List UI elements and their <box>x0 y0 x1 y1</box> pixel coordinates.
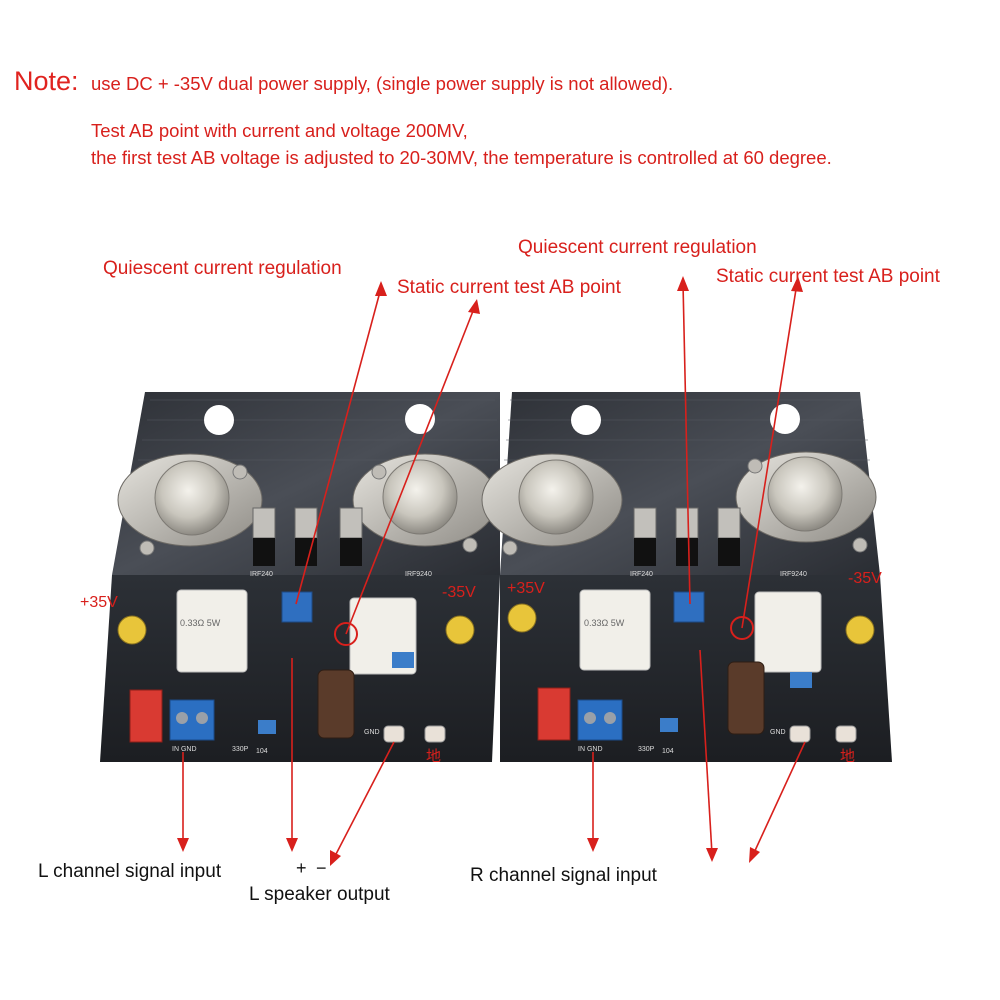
right-cap-electrolytic <box>727 661 765 735</box>
left-gnd-silk: GND <box>364 729 380 736</box>
left-to3-can-1 <box>154 460 230 536</box>
right-to3-can-2 <box>767 456 843 532</box>
r-signal-input-label: R channel signal input <box>470 865 657 886</box>
right-quiescent-label: Quiescent current regulation <box>518 237 757 258</box>
right-amplifier-board <box>481 392 892 762</box>
cap2-silk: 104 <box>256 748 268 755</box>
right-board-transistor-silk: IRF240 <box>630 571 653 578</box>
right-cap-yellow-1 <box>507 603 537 633</box>
right-transistor-silk: IRF9240 <box>405 571 432 578</box>
right-static-label: Static current test AB point <box>716 266 940 287</box>
right-board-transistor2-silk: IRF9240 <box>780 571 807 578</box>
left-cap-electrolytic <box>317 669 355 739</box>
right-pins-silk: IN GND <box>578 746 603 753</box>
l-signal-input-label: L channel signal input <box>38 861 222 882</box>
right-minus35-label: -35V <box>848 570 882 587</box>
minus-sign-label: − <box>316 858 327 878</box>
callout-arrows <box>177 276 806 866</box>
right-resistor-silk: 0.33Ω 5W <box>584 618 625 628</box>
right-gnd-silk: GND <box>770 729 786 736</box>
note-line-1: use DC + -35V dual power supply, (single… <box>91 73 674 94</box>
left-cap-yellow-1 <box>117 615 147 645</box>
left-transistor-silk: IRF240 <box>250 571 273 578</box>
right-cap2-silk: 104 <box>662 748 674 755</box>
left-ground-symbol: 地 <box>426 748 442 765</box>
right-plus35-label: +35V <box>507 580 545 597</box>
l-speaker-output-label: L speaker output <box>249 884 390 905</box>
left-amplifier-board <box>100 392 500 762</box>
right-to3-can-1 <box>518 459 594 535</box>
right-power-resistor-2 <box>754 591 822 673</box>
right-cap-yellow-2 <box>845 615 875 645</box>
cap-silk: 330P <box>232 746 249 753</box>
right-ground-symbol: 地 <box>840 748 856 765</box>
left-plus35-label: +35V <box>80 594 118 611</box>
right-power-resistor-1 <box>579 589 651 671</box>
left-input-cap-red <box>129 689 163 743</box>
right-trimmer <box>673 591 705 623</box>
right-heatsink-hole-1 <box>571 405 601 435</box>
left-power-resistor-1 <box>176 589 248 673</box>
right-ab-test-point-marker <box>730 616 754 640</box>
note-title: Note: <box>14 66 79 96</box>
plus-sign-label: + <box>296 858 307 878</box>
right-cap-silk: 330P <box>638 746 655 753</box>
left-quiescent-label: Quiescent current regulation <box>103 258 342 279</box>
left-trimmer <box>281 591 313 623</box>
left-cap-yellow-2 <box>445 615 475 645</box>
resistor-silk: 0.33Ω 5W <box>180 618 221 628</box>
left-ab-test-point-marker <box>334 622 358 646</box>
right-heatsink-hole-2 <box>770 404 800 434</box>
left-to3-can-2 <box>382 459 458 535</box>
pins-silk: IN GND <box>172 746 197 753</box>
left-heatsink-hole-1 <box>204 405 234 435</box>
left-static-label: Static current test AB point <box>397 277 621 298</box>
note-line-2: Test AB point with current and voltage 2… <box>91 120 468 141</box>
right-input-cap-red <box>537 687 571 741</box>
note-line-3: the first test AB voltage is adjusted to… <box>91 147 832 168</box>
left-minus35-label: -35V <box>442 584 476 601</box>
